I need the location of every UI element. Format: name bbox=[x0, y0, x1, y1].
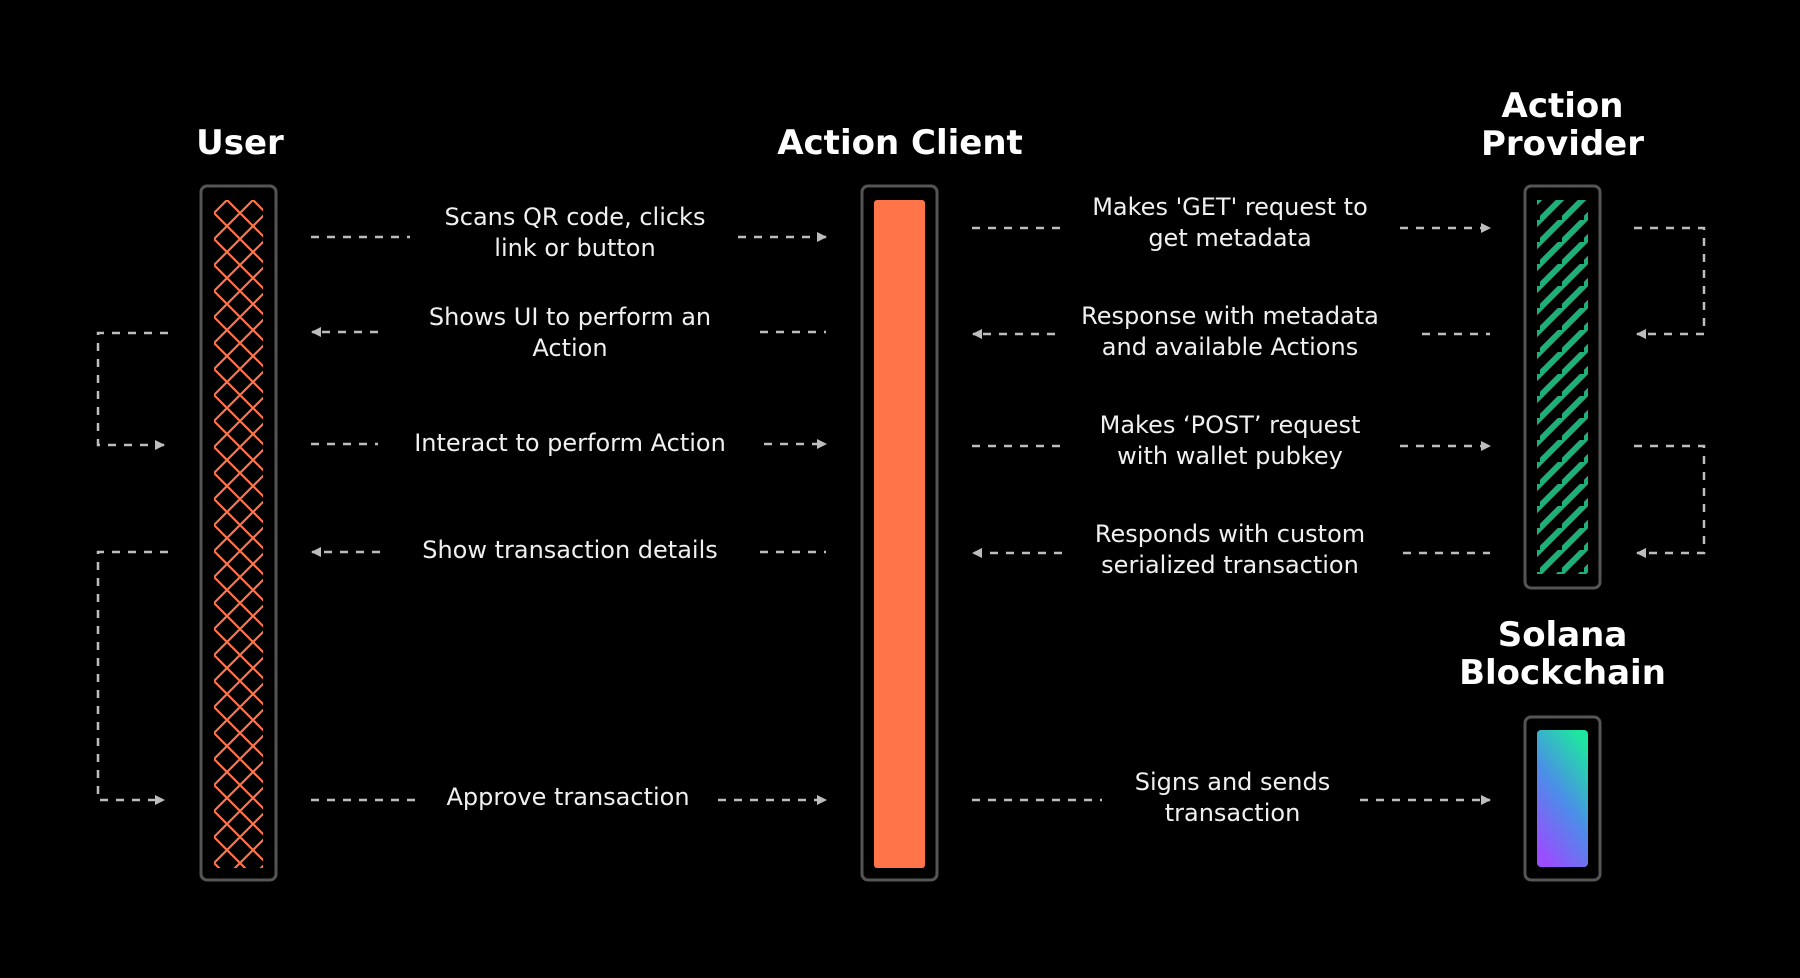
action-client-lifeline bbox=[860, 184, 939, 882]
action-provider-title: Action Provider bbox=[1440, 87, 1685, 163]
label-respond-tx-line1: Responds with custom bbox=[1094, 520, 1366, 548]
label-shows-ui: Shows UI to perform an Action bbox=[390, 302, 750, 364]
user-title: User bbox=[196, 123, 284, 163]
label-response-line1: Response with metadata bbox=[1081, 302, 1379, 330]
user-lifeline bbox=[199, 184, 278, 882]
label-signs-line2: transaction bbox=[1164, 799, 1301, 827]
label-interact: Interact to perform Action bbox=[414, 429, 726, 457]
label-respond-tx-line2: serialized transaction bbox=[1101, 551, 1359, 579]
solana-blockchain-title-line1: Solana bbox=[1497, 615, 1628, 655]
label-show-tx: Show transaction details bbox=[422, 536, 718, 564]
label-respond-tx: Responds with custom serialized transact… bbox=[1060, 519, 1400, 581]
provider-loop-upper bbox=[1634, 226, 1706, 339]
label-post-line1: Makes ‘POST’ request bbox=[1099, 411, 1361, 439]
label-response-line2: and available Actions bbox=[1101, 333, 1359, 361]
solana-blockchain-title-line2: Blockchain bbox=[1459, 653, 1666, 693]
provider-loop-lower bbox=[1634, 444, 1706, 558]
user-loop-lower bbox=[96, 550, 168, 805]
label-signs-line1: Signs and sends bbox=[1134, 768, 1331, 796]
action-provider-title-line2: Provider bbox=[1480, 124, 1645, 164]
label-shows-ui-line2: Action bbox=[532, 334, 608, 362]
label-get-line2: get metadata bbox=[1148, 224, 1312, 252]
label-post-line2: with wallet pubkey bbox=[1117, 442, 1343, 470]
label-scan-line1: Scans QR code, clicks bbox=[444, 203, 706, 231]
solana-blockchain-title: Solana Blockchain bbox=[1440, 616, 1685, 692]
label-get: Makes 'GET' request to get metadata bbox=[1060, 192, 1400, 254]
user-loop-upper bbox=[96, 331, 168, 450]
solana-blockchain-lifeline bbox=[1523, 715, 1602, 882]
label-scan: Scans QR code, clicks link or button bbox=[410, 202, 740, 264]
label-scan-line2: link or button bbox=[494, 234, 656, 262]
label-approve: Approve transaction bbox=[446, 783, 690, 811]
label-shows-ui-line1: Shows UI to perform an bbox=[428, 303, 712, 331]
action-client-title: Action Client bbox=[777, 123, 1023, 163]
label-post: Makes ‘POST’ request with wallet pubkey bbox=[1060, 410, 1400, 472]
label-response: Response with metadata and available Act… bbox=[1060, 301, 1400, 363]
label-get-line1: Makes 'GET' request to bbox=[1092, 193, 1368, 221]
action-provider-title-line1: Action bbox=[1501, 86, 1624, 126]
action-provider-lifeline bbox=[1523, 184, 1602, 590]
label-signs: Signs and sends transaction bbox=[1100, 767, 1365, 829]
